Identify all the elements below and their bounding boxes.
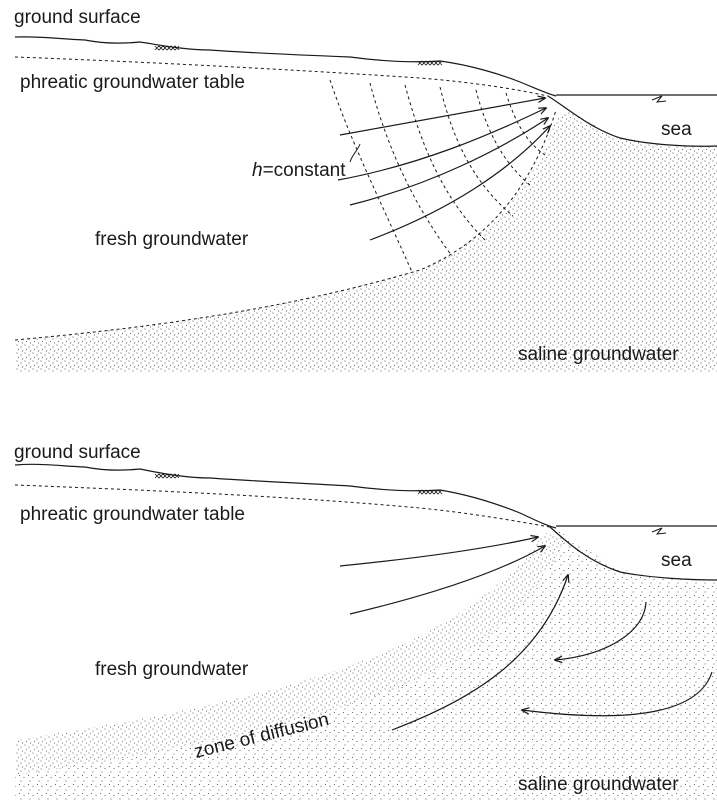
h-symbol: h [252,160,263,181]
phreatic-water-table-line [14,484,551,528]
sea-bed-line [549,526,717,581]
sea-label: sea [661,119,692,140]
saline-region [15,111,717,372]
h-constant-label: h=constant [252,160,346,181]
top-panel: ground surface phreatic groundwater tabl… [14,7,717,372]
equipotential-lines [329,79,546,273]
saline-flow-arrows [391,575,713,731]
zone-of-diffusion-band [15,533,565,775]
water-table-label: phreatic groundwater table [20,504,245,525]
water-level-symbol [651,95,667,103]
ground-surface-label: ground surface [14,442,141,463]
sea-bed-line [547,95,717,147]
saline-groundwater-label: saline groundwater [518,344,679,365]
fresh-groundwater-label: fresh groundwater [95,229,249,250]
bottom-panel: ground surface phreatic groundwater tabl… [14,442,717,800]
ground-surface-label: ground surface [14,7,141,28]
ground-surface-line [14,463,557,529]
ground-surface-line [14,36,557,97]
vegetation-icon [154,473,180,479]
saline-groundwater-label: saline groundwater [518,774,679,795]
saline-region [15,530,717,800]
flow-arrows [337,98,550,241]
fresh-groundwater-label: fresh groundwater [95,659,249,680]
h-constant-pointer [349,143,361,163]
h-constant-text: =constant [263,160,347,181]
fresh-flow-arrows [339,537,545,615]
water-table-label: phreatic groundwater table [20,72,245,93]
phreatic-water-table-line [14,56,549,97]
sea-label: sea [661,550,692,571]
water-level-symbol [651,527,667,535]
